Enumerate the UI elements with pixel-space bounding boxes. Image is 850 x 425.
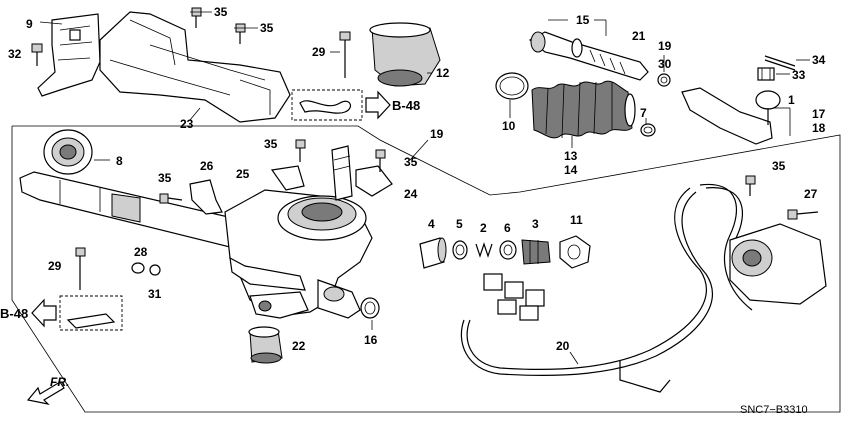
ref-b48-left: B-48: [0, 306, 28, 321]
callout-19: 19: [658, 39, 672, 53]
connector-group: [483, 273, 545, 321]
callout-35-d: 35: [404, 155, 418, 169]
callout-29-top: 29: [312, 45, 326, 59]
b48-left-arrow: [31, 298, 57, 328]
callout-26: 26: [200, 159, 214, 173]
callout-35-b: 35: [260, 21, 274, 35]
washer-part-6: [499, 240, 517, 260]
callout-33: 33: [792, 68, 806, 82]
callout-5: 5: [456, 217, 463, 231]
callout-22: 22: [292, 339, 306, 353]
cover-part-23: [99, 11, 291, 123]
callout-30: 30: [658, 57, 672, 71]
b48-top-arrow: [365, 90, 391, 120]
callout-17: 17: [812, 107, 826, 121]
boot-part-12: [369, 22, 441, 87]
castle-nut-part-33: [757, 67, 775, 81]
callout-35-c: 35: [264, 137, 278, 151]
nut-part-28: [131, 262, 145, 274]
wire-harness-part-20: [460, 183, 753, 393]
front-label: FR.: [50, 375, 69, 389]
callout-32: 32: [8, 47, 22, 61]
bolt-part-29-lower: [75, 247, 86, 290]
locknut-part-11: [559, 235, 591, 269]
callout-19-b: 19: [430, 127, 444, 141]
callout-8: 8: [116, 154, 123, 168]
bolt-part-35-d: [375, 149, 386, 172]
callout-13: 13: [564, 149, 578, 163]
bolt-part-35-b: [235, 23, 246, 44]
motor-unit: [729, 223, 827, 305]
callout-1: 1: [788, 93, 795, 107]
boot-part-3: [521, 239, 551, 265]
diagram-code: SNC7−B3310: [740, 404, 808, 416]
callout-24: 24: [404, 187, 418, 201]
callout-35-a: 35: [214, 5, 228, 19]
washer-part-5: [452, 240, 468, 260]
mount-part-22: [248, 326, 283, 364]
callout-3: 3: [532, 217, 539, 231]
nut-part-31: [149, 264, 161, 276]
bellows-boot-part-13: [531, 80, 636, 139]
spring-part-2: [475, 242, 493, 258]
band-part-7: [640, 123, 656, 137]
bolt-part-35-c: [295, 139, 306, 162]
clip-part-top: [299, 100, 352, 114]
callout-11: 11: [570, 213, 583, 227]
b48-left-dashed-box: [59, 295, 123, 331]
bolt-part-35-f: [745, 175, 756, 196]
callout-4: 4: [428, 217, 435, 231]
callout-20: 20: [556, 339, 570, 353]
ref-b48-top: B-48: [392, 98, 420, 113]
bolt-part-35-e: [159, 193, 183, 204]
b48-top-dashed-box: [291, 89, 363, 121]
assembly-frame-line: [11, 125, 841, 413]
bolt-part-29-top: [339, 31, 351, 78]
clamp-part-10: [495, 72, 529, 100]
callout-29-lower: 29: [48, 259, 62, 273]
bracket-part-25: [270, 165, 305, 191]
callout-9: 9: [26, 17, 33, 31]
nut-part-30: [657, 73, 671, 87]
callout-35-e: 35: [158, 171, 172, 185]
tie-rod-part-21: [528, 31, 649, 81]
clip-part-lower: [66, 313, 116, 329]
bracket-part-9: [37, 13, 101, 97]
sleeve-part-4: [419, 237, 447, 269]
bracket-part-26: [189, 179, 223, 215]
callout-16: 16: [364, 333, 378, 347]
callout-6: 6: [504, 221, 511, 235]
callout-34: 34: [812, 53, 826, 67]
callout-14: 14: [564, 163, 578, 177]
bolt-part-27: [787, 209, 819, 220]
bushing-part-8: [43, 129, 93, 175]
callout-28: 28: [134, 245, 148, 259]
bolt-part-35-a: [191, 7, 202, 28]
ring-part-16: [360, 297, 380, 319]
leader-lines: [39, 11, 810, 365]
cotter-pin-part-34: [764, 55, 796, 71]
callout-31: 31: [148, 287, 162, 301]
callout-10: 10: [502, 119, 516, 133]
callout-23: 23: [180, 117, 194, 131]
bracket-part-24: [355, 165, 393, 197]
callout-7: 7: [640, 106, 647, 120]
callout-21: 21: [632, 29, 646, 43]
callout-25: 25: [236, 167, 250, 181]
bolt-part-32: [31, 43, 43, 66]
callout-15: 15: [576, 13, 590, 27]
callout-2: 2: [480, 221, 487, 235]
callout-35-f: 35: [772, 159, 786, 173]
tie-rod-end-part-1: [681, 87, 781, 145]
callout-27: 27: [804, 187, 818, 201]
front-direction-arrow: [26, 381, 65, 405]
callout-18: 18: [812, 121, 826, 135]
callout-12: 12: [436, 66, 450, 80]
steering-gear-box: [19, 145, 373, 319]
